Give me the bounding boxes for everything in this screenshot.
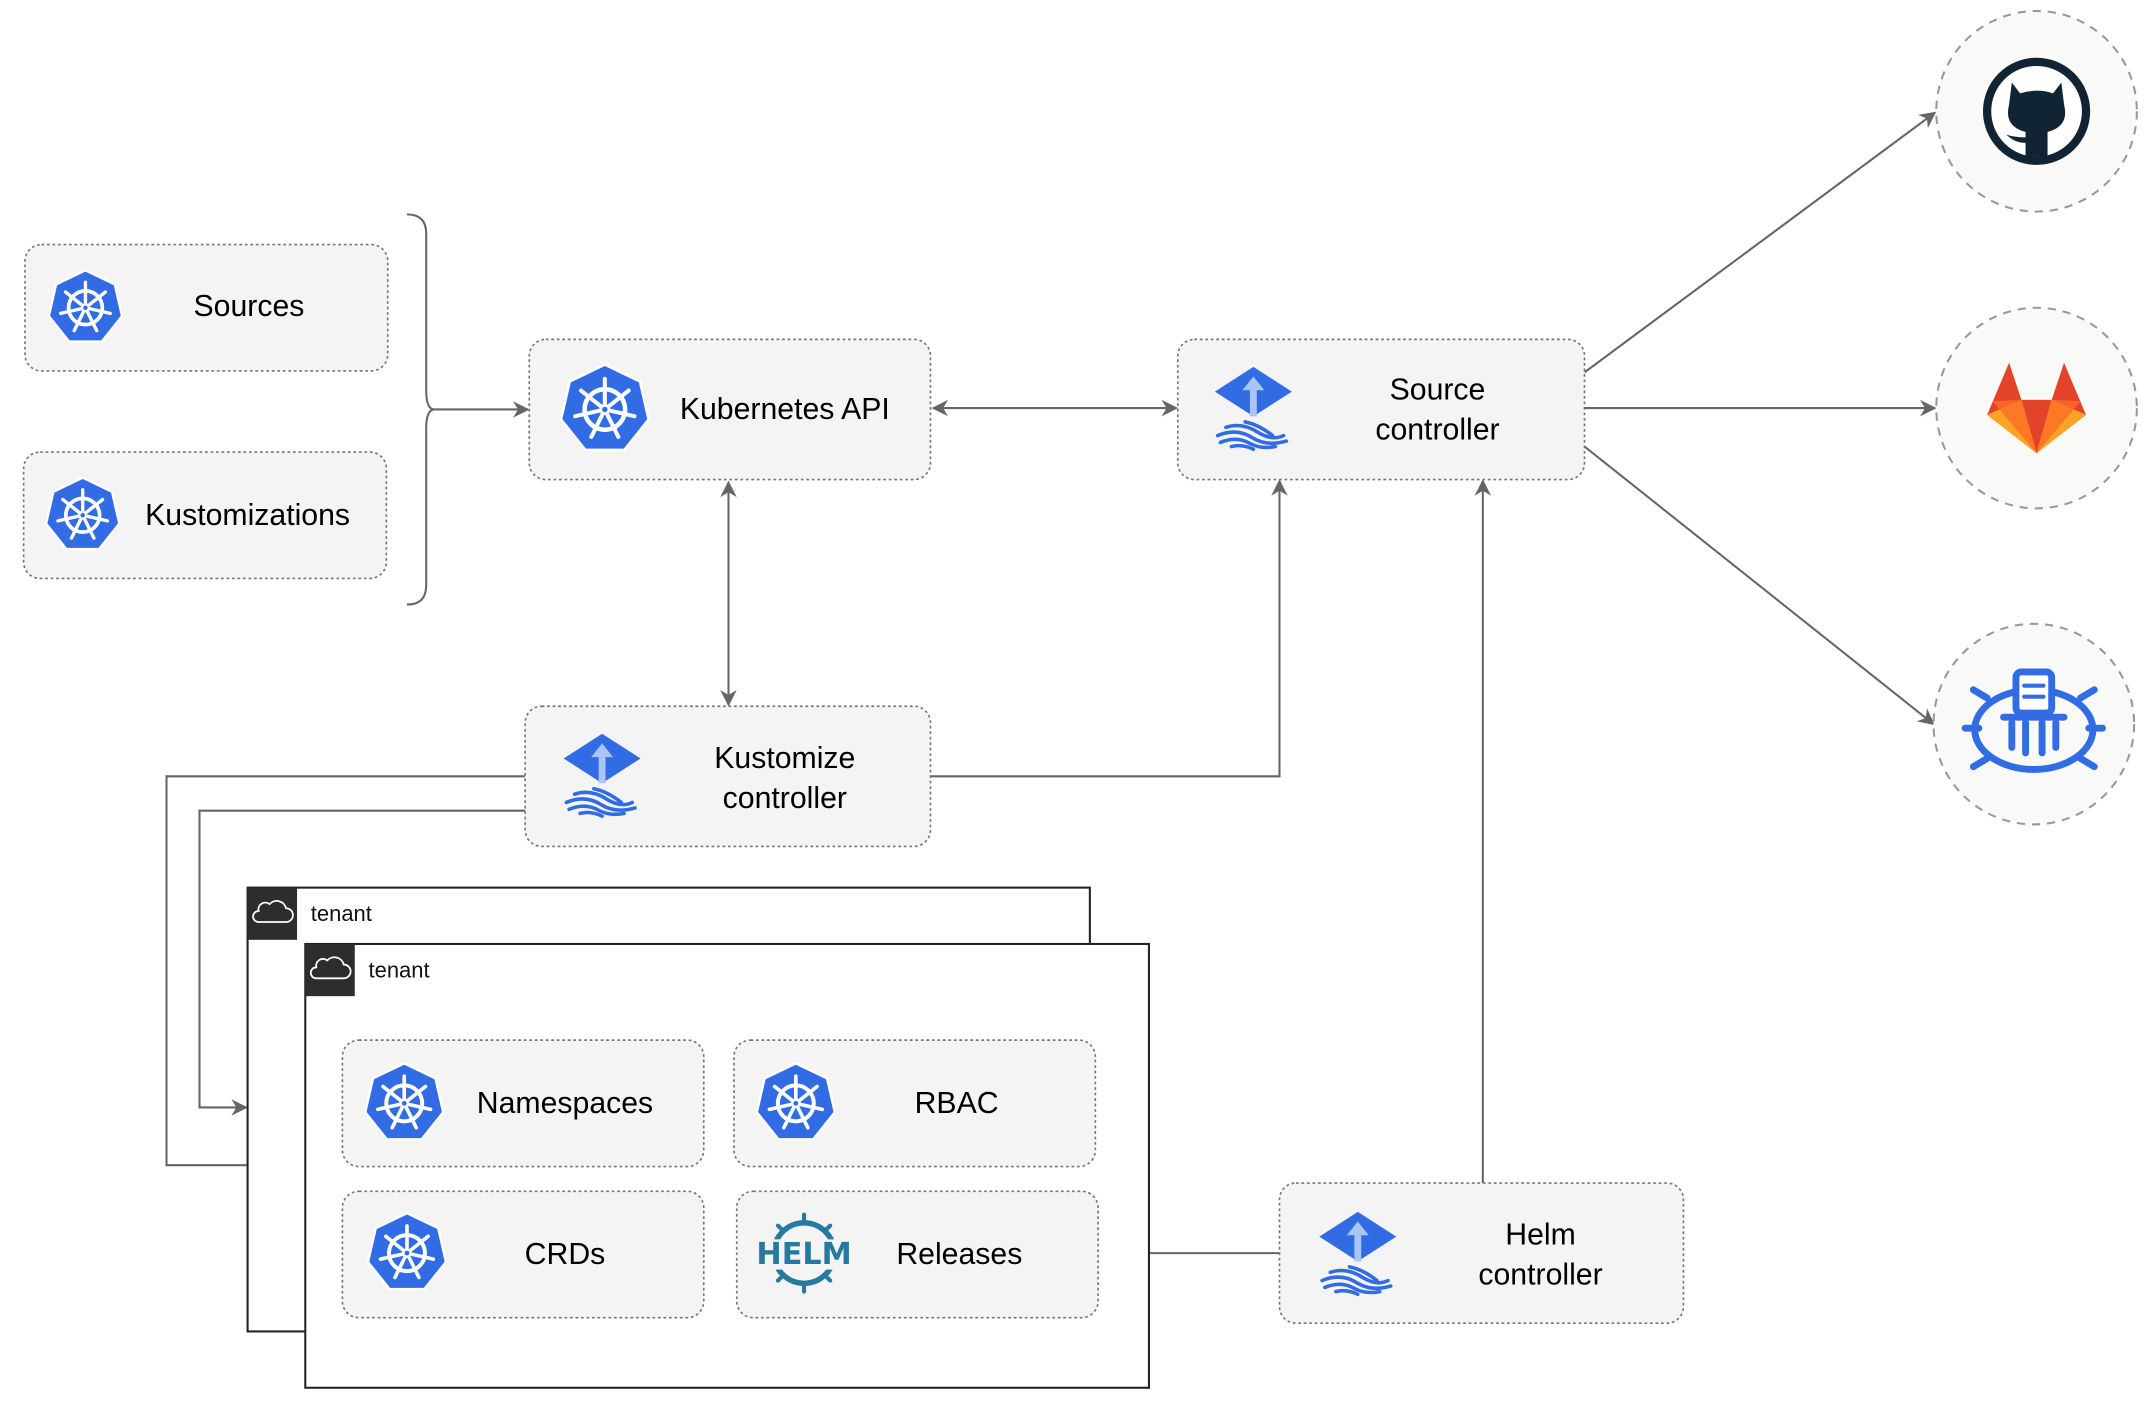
- helm-controller-label-line1: Helm: [1505, 1219, 1576, 1252]
- node-releases[interactable]: HELM Releases: [735, 1190, 1099, 1319]
- rbac-label: RBAC: [915, 1087, 999, 1120]
- node-source-controller[interactable]: Source controller: [1176, 338, 1586, 481]
- github-icon: [1982, 57, 2091, 165]
- source-controller-label-line1: Source: [1390, 374, 1486, 407]
- edges: [165, 111, 1937, 1262]
- crds-label: CRDs: [525, 1238, 606, 1271]
- tenant-label: tenant: [369, 958, 430, 983]
- bracket: [406, 213, 435, 606]
- source-controller-label-line2: controller: [1375, 414, 1499, 447]
- node-github[interactable]: [1935, 9, 2138, 213]
- node-crds[interactable]: CRDs: [341, 1190, 705, 1319]
- node-namespaces[interactable]: Namespaces: [341, 1039, 705, 1168]
- edge-source-to-bucket: [1583, 445, 1935, 726]
- sources-label: Sources: [194, 290, 305, 323]
- node-kustomize-controller[interactable]: Kustomize controller: [524, 705, 932, 848]
- bucket-icon: [1961, 668, 2106, 773]
- node-kustomizations[interactable]: Kustomizations: [22, 451, 388, 580]
- node-bucket[interactable]: [1932, 622, 2136, 826]
- kustomizations-label: Kustomizations: [145, 499, 350, 532]
- kubernetes-api-label: Kubernetes API: [680, 393, 890, 426]
- cloud-icon-bg: [305, 943, 355, 997]
- node-rbac[interactable]: RBAC: [733, 1039, 1097, 1168]
- cloud-icon: [309, 956, 352, 980]
- namespaces-label: Namespaces: [477, 1087, 653, 1120]
- edge-source-to-github: [1583, 111, 1937, 374]
- cloud-icon: [252, 900, 294, 923]
- edge-kustomize-to-tenant-2: [165, 775, 526, 1174]
- gitlab-icon: [1987, 362, 2087, 454]
- kustomize-controller-label-line1: Kustomize: [714, 742, 855, 775]
- node-sources[interactable]: Sources: [24, 243, 389, 372]
- kustomize-controller-label-line2: controller: [723, 782, 847, 815]
- tenant-label: tenant: [311, 901, 372, 926]
- helm-icon: HELM: [756, 1212, 852, 1294]
- edge-kustomize-to-tenant-1: [198, 809, 526, 1116]
- cloud-icon-bg: [247, 887, 298, 940]
- releases-label: Releases: [896, 1238, 1022, 1271]
- helm-controller-label-line2: controller: [1478, 1259, 1602, 1292]
- node-gitlab[interactable]: [1935, 306, 2138, 510]
- edge-kustomize-to-source: [930, 479, 1288, 778]
- node-helm-controller[interactable]: Helm controller: [1278, 1182, 1685, 1325]
- helm-wordmark: HELM: [756, 1237, 851, 1272]
- node-kubernetes-api[interactable]: Kubernetes API: [528, 338, 932, 481]
